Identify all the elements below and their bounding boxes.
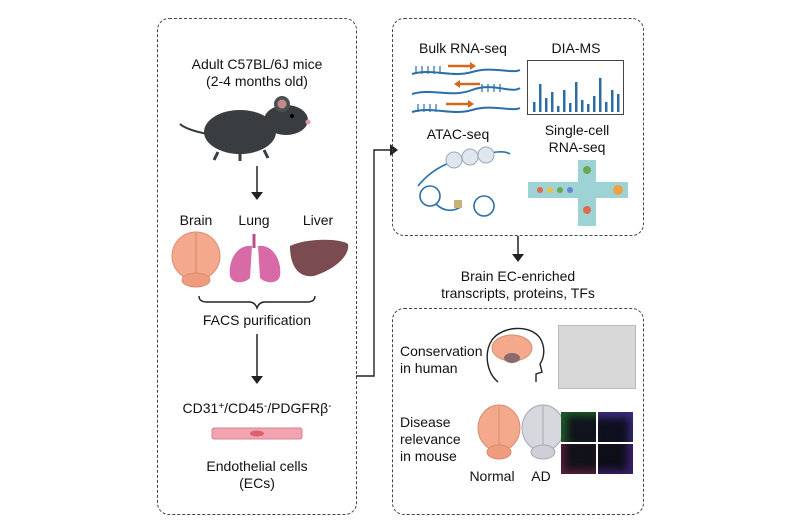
arrow-down-icon (251, 166, 263, 200)
disease-line3: in mouse (400, 448, 457, 464)
marker-pdgfrb: /PDGFRβ (267, 400, 329, 416)
atac-seq-illustration (417, 146, 511, 217)
ad-label: AD (531, 468, 551, 484)
fluorescence-image-grid (561, 412, 633, 474)
ms-spectrum-peak (575, 82, 578, 112)
fluorescence-image (598, 444, 633, 474)
organ-label-brain: Brain (179, 212, 213, 228)
single-cell-label-line1: Single-cell (544, 122, 610, 138)
brace-icon (198, 295, 316, 311)
marker-cd45: /CD45 (224, 400, 264, 416)
result-line1: Brain EC-enriched (460, 268, 576, 284)
marker-cd31-sup: + (218, 401, 225, 412)
ms-spectrum-peak (617, 94, 620, 112)
ms-spectrum-peak (557, 106, 560, 112)
validation-panel (392, 308, 644, 515)
omics-panel (392, 18, 644, 236)
endothelial-cell-illustration (211, 427, 303, 440)
mouse-tail (179, 123, 209, 135)
arrow-down-icon (251, 334, 263, 384)
fluorescence-image (561, 412, 596, 442)
single-cell-rna-seq-illustration (528, 160, 628, 226)
bulk-rna-label: Bulk RNA-seq (419, 40, 507, 56)
disease-line1: Disease (400, 414, 451, 430)
ms-spectrum-peak (587, 104, 590, 112)
dia-ms-label: DIA-MS (551, 40, 601, 56)
mouse-feet (212, 149, 270, 161)
conservation-line2: in human (400, 360, 458, 376)
lung-illustration (229, 234, 281, 283)
ec-label-line2: (ECs) (239, 475, 275, 491)
single-cell-label-line2: RNA-seq (548, 139, 606, 155)
atac-label: ATAC-seq (426, 126, 490, 142)
mouse-body (204, 110, 276, 154)
brain-illustration (171, 231, 221, 288)
ms-spectrum-peak (545, 98, 548, 112)
ms-spectrum-peak (593, 96, 596, 112)
facs-label: FACS purification (202, 312, 312, 328)
mouse-title-line2: (2-4 months old) (206, 73, 308, 89)
ms-spectrum-peak (569, 103, 572, 112)
ms-spectrum-peak (539, 84, 542, 112)
mouse-eye (290, 114, 294, 118)
marker-pdgfrb-sup: - (328, 401, 332, 412)
result-line2: transcripts, proteins, TFs (441, 285, 595, 301)
organ-label-liver: Liver (302, 212, 334, 228)
ms-spectrum-peak (599, 78, 602, 112)
disease-line2: relevance (400, 431, 461, 447)
mouse-ear-inner (277, 99, 287, 109)
mouse-title-line1: Adult C57BL/6J mice (191, 56, 323, 72)
ms-spectrum-peak (581, 100, 584, 112)
marker-cd45-sup: - (263, 401, 268, 412)
normal-label: Normal (469, 468, 515, 484)
mouse-illustration (179, 96, 311, 161)
conservation-line1: Conservation (400, 343, 483, 359)
left-panel (157, 18, 357, 515)
ms-spectrum-peak (611, 90, 614, 112)
marker-cd31: CD31 (182, 400, 219, 416)
human-head-illustration (486, 327, 545, 383)
organ-label-lung: Lung (238, 212, 270, 228)
ms-spectrum-peak (533, 102, 536, 112)
ec-label-line1: Endothelial cells (206, 458, 308, 474)
normal-brain-illustration (477, 404, 521, 460)
ms-spectrum-peak (605, 102, 608, 112)
mouse-nose (305, 119, 311, 125)
fluorescence-image (561, 444, 596, 474)
fluorescence-image (598, 412, 633, 442)
marker-line: CD31+/CD45-/PDGFRβ- (157, 400, 357, 419)
human-tissue-image (558, 325, 636, 389)
ms-spectrum-peak (551, 92, 554, 112)
ms-spectrum-peak (563, 90, 566, 112)
mouse-head (264, 105, 308, 135)
arrow-down-icon (512, 236, 524, 262)
dia-ms-spectrum (527, 60, 624, 115)
bulk-rna-seq-illustration (411, 62, 521, 113)
liver-illustration (290, 239, 349, 277)
ad-brain-illustration (521, 404, 565, 460)
